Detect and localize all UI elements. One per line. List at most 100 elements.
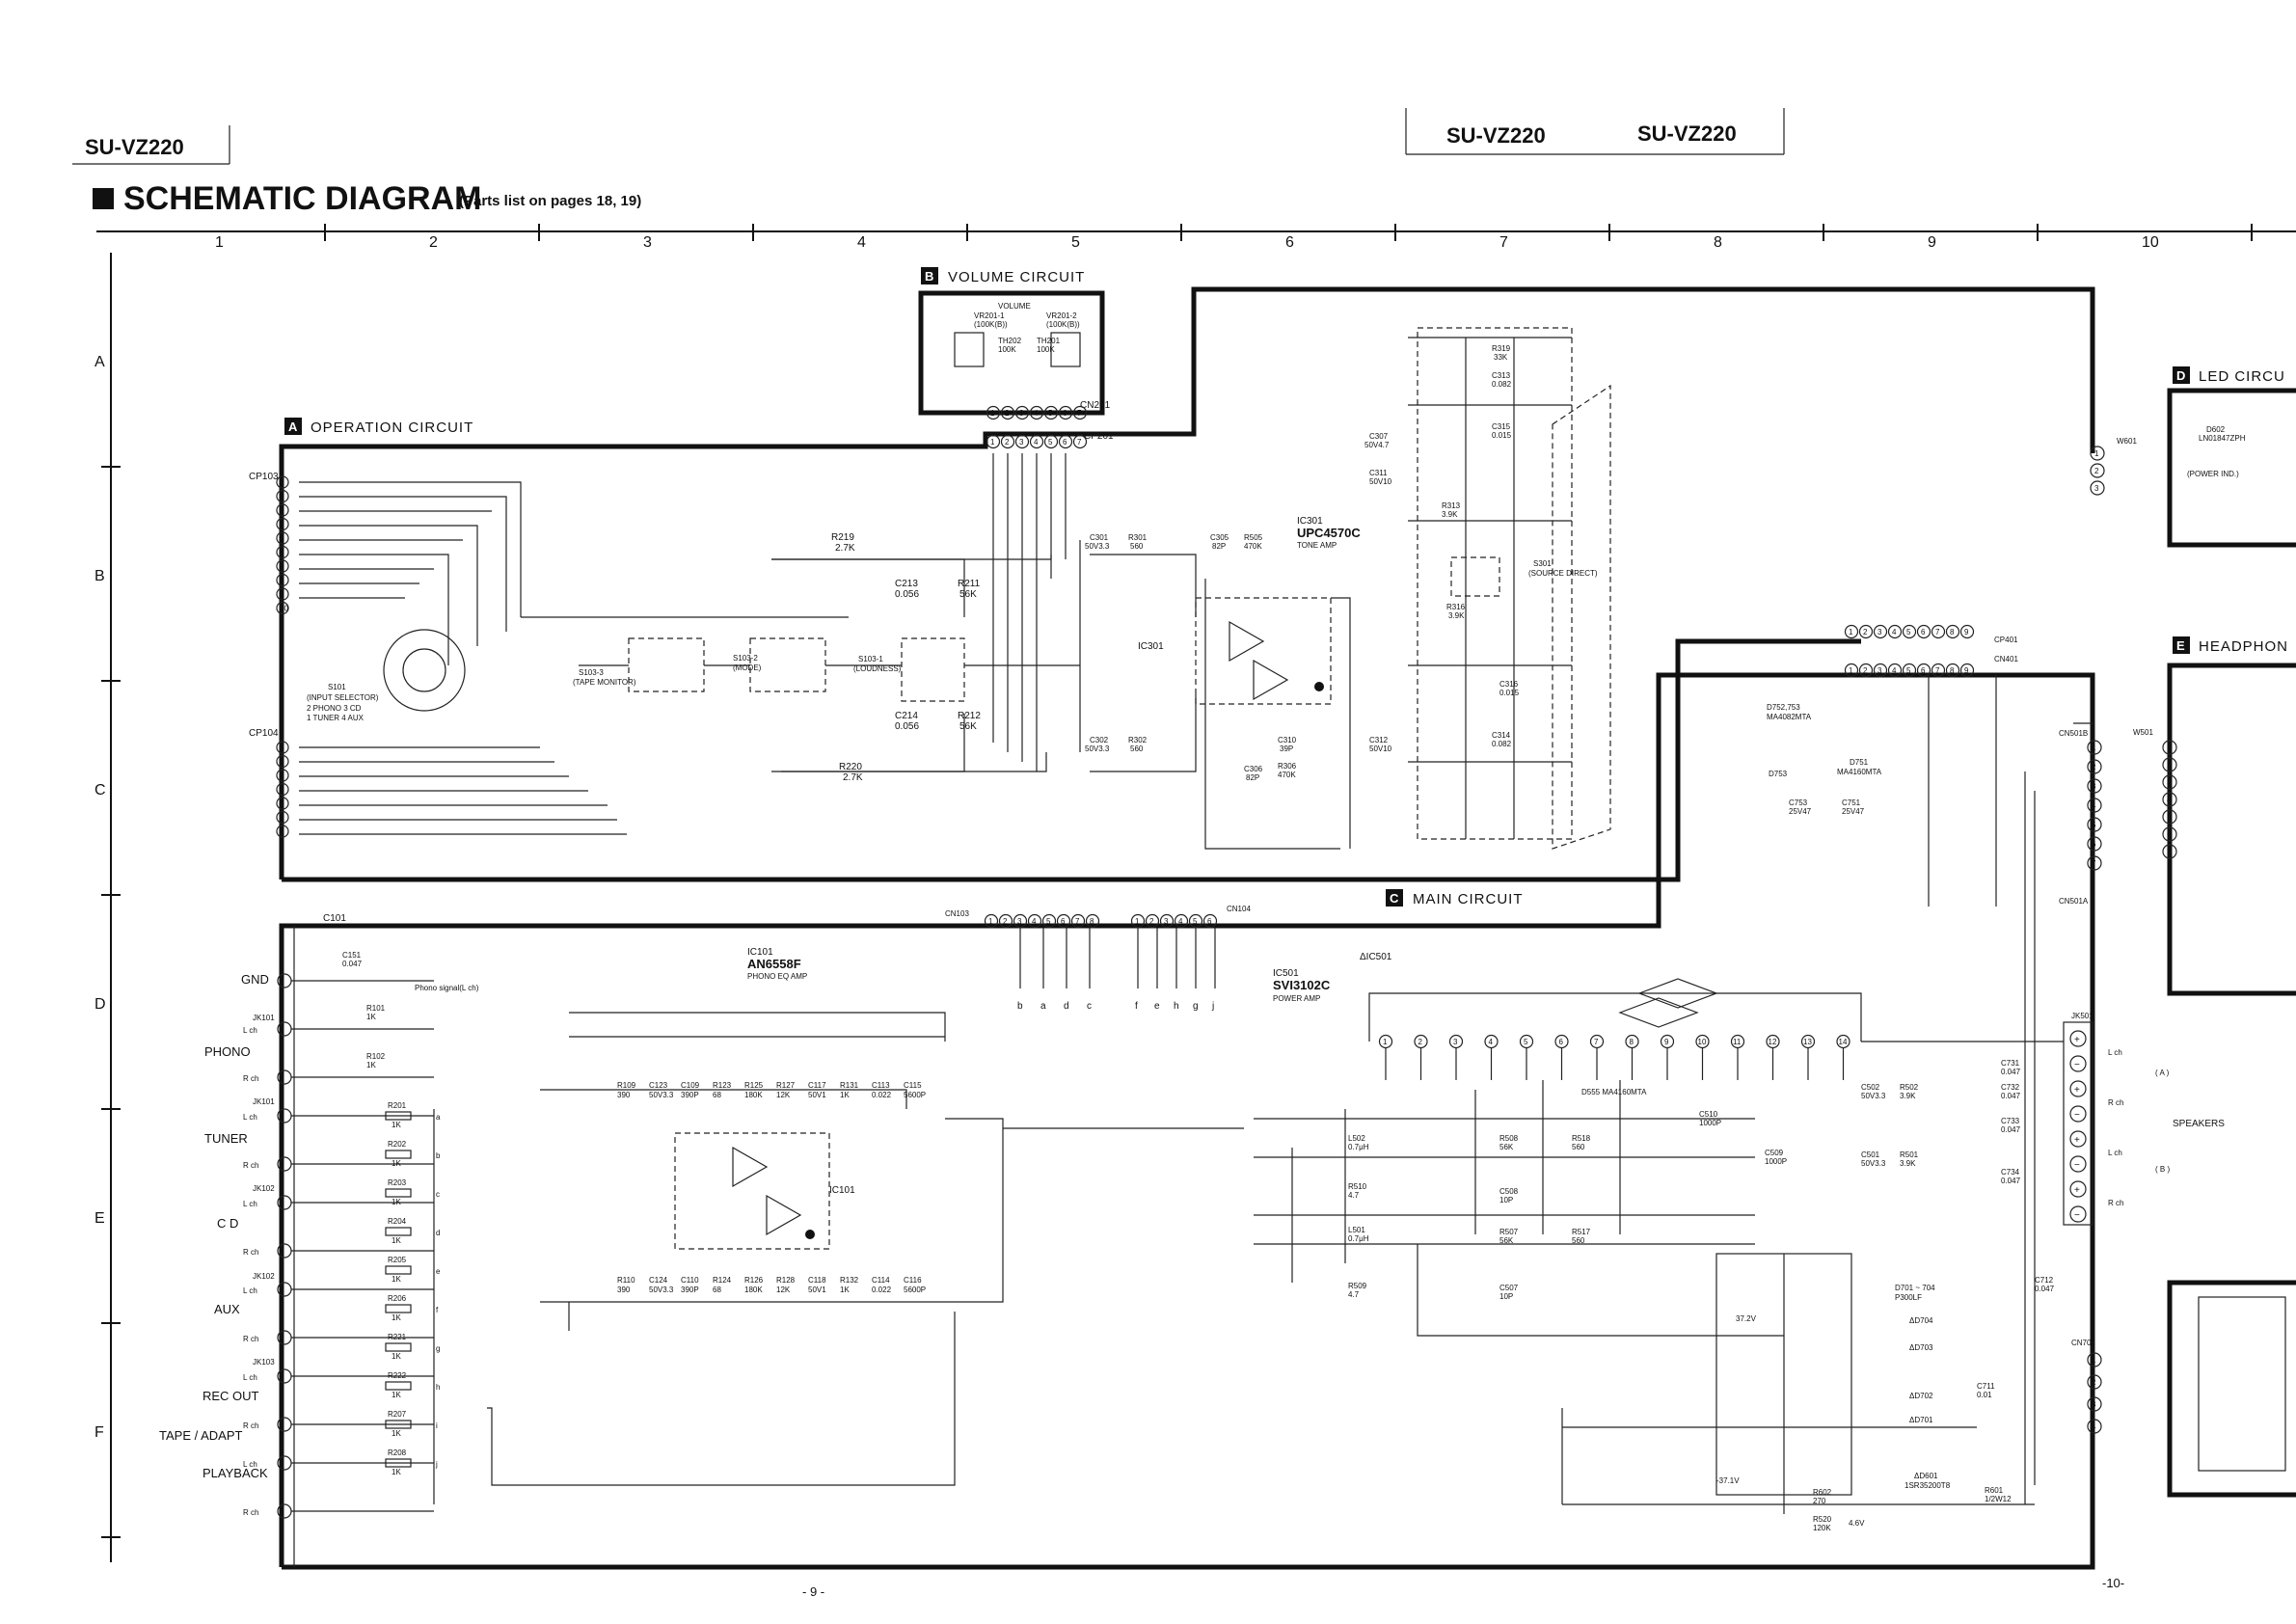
cn103-pin-number: 2 — [1003, 917, 1008, 926]
column-label: 6 — [1285, 234, 1294, 251]
cn201-pin-number: 5 — [1048, 409, 1053, 418]
cn201-label: CN201 — [1080, 400, 1111, 411]
phono-part-value: 50V1 — [808, 1091, 826, 1099]
cn501-pin-number: 1 — [2092, 744, 2096, 752]
speaker-terminal-polarity: − — [2074, 1160, 2080, 1171]
cp104-pin — [276, 797, 289, 810]
voltage-37v: 37.2V — [1736, 1314, 1757, 1323]
w601-pin-number: 3 — [2094, 484, 2099, 493]
cn401-pin — [1916, 663, 1931, 678]
c314-label: C314 — [1492, 731, 1511, 740]
s103-3-label: S103-3 — [579, 668, 604, 677]
column-label: 9 — [1928, 234, 1936, 251]
model-label-right-1: SU-VZ220 — [1446, 123, 1546, 148]
input-resistor — [385, 1381, 412, 1391]
cn-letter: h — [1174, 1001, 1179, 1012]
cn201-pin — [1072, 405, 1088, 420]
cn401-pin-number: 1 — [1849, 666, 1853, 675]
w501-pin-number: 6 — [2167, 830, 2172, 839]
s301-switch — [1450, 556, 1500, 597]
speaker-terminal-polarity: + — [2074, 1035, 2080, 1045]
cn104-pin-number: 5 — [1193, 917, 1198, 926]
input-resistor-value: 1K — [392, 1391, 401, 1399]
cn501-pin-number: 7 — [2092, 859, 2096, 868]
ic301-pin1-dot — [1314, 682, 1324, 691]
s103-2-desc: (MODE) — [733, 663, 762, 672]
input-resistor — [385, 1265, 412, 1275]
cn501-pin — [2087, 817, 2102, 832]
ic501-pin — [1800, 1034, 1816, 1049]
cn401-pin-number: 7 — [1935, 666, 1940, 675]
vr201-2-label: VR201-2 — [1046, 311, 1077, 320]
cp103-pin-number: 9 — [280, 590, 284, 599]
channel-label: L ch — [243, 1460, 257, 1469]
channel-label: R ch — [243, 1161, 258, 1170]
c316-value: 0.015 — [1499, 689, 1520, 697]
s103-2-switch — [749, 637, 826, 692]
column-label: 7 — [1499, 234, 1508, 251]
model-label-right-2: SU-VZ220 — [1637, 122, 1737, 146]
power-part-value: 25V47 — [1789, 807, 1812, 816]
input-resistor — [385, 1304, 412, 1313]
phono-part-value: 68 — [713, 1286, 721, 1294]
input-resistor-ref: R208 — [388, 1448, 407, 1457]
d704-label: ΔD704 — [1909, 1316, 1933, 1325]
cp103-pin-number: 2 — [280, 493, 284, 501]
channel-label: R ch — [243, 1421, 258, 1430]
cp201-pin — [1029, 434, 1044, 449]
r212-label: R212 — [958, 711, 981, 721]
cp104-pin-number: 6 — [280, 814, 284, 823]
input-resistor-node: i — [436, 1421, 438, 1430]
cn501-pin-number: 4 — [2092, 801, 2096, 810]
led-circuit-border — [2167, 388, 2296, 548]
cn401-pin-number: 8 — [1950, 666, 1955, 675]
power-part-value: 0.01 — [1977, 1391, 1992, 1399]
cp401-pin — [1931, 624, 1946, 639]
ic501-pin-number: 7 — [1594, 1038, 1599, 1046]
phono-eq-wiring — [487, 1012, 956, 1486]
input-resistor-node: f — [436, 1306, 439, 1314]
column-label: 2 — [429, 234, 438, 251]
phono-part-ref: R126 — [744, 1276, 764, 1285]
channel-label: L ch — [243, 1200, 257, 1208]
phono-input-value: 0.047 — [342, 960, 363, 968]
cn201-pin — [986, 405, 1001, 420]
cn103-pin — [1056, 913, 1071, 929]
w501-pin — [2162, 844, 2177, 859]
c301-value: 50V3.3 — [1085, 542, 1110, 551]
phono-input-value: 1K — [366, 1061, 376, 1069]
row-label: E — [95, 1210, 105, 1227]
ic501-pin — [1625, 1034, 1639, 1049]
c315-label: C315 — [1492, 422, 1511, 431]
cn501-pin — [2087, 740, 2102, 755]
block-letter-bg-b — [921, 267, 938, 284]
page-title: SCHEMATIC DIAGRAM — [123, 180, 481, 217]
th202-value: 100K — [998, 345, 1016, 354]
cn401-pin — [1945, 663, 1960, 678]
d602-label: D602 — [2206, 425, 2226, 434]
c311-value: 50V10 — [1369, 477, 1392, 486]
cp104-pin-number: 5 — [280, 799, 284, 808]
volume-circuit: B VOLUME CIRCUIT VOLUME VR201-1 (100K(B)… — [918, 267, 1114, 771]
cn701-pin — [2087, 1374, 2102, 1390]
w501-pin — [2162, 809, 2177, 825]
cn501a-label: CN501A — [2059, 897, 2089, 906]
cn701-pin — [2087, 1352, 2102, 1367]
ic501-pin — [1448, 1034, 1464, 1049]
cn104-pin — [1174, 913, 1189, 929]
channel-label: R ch — [243, 1508, 258, 1517]
r505-value: 470K — [1244, 542, 1262, 551]
phono-part-ref: R123 — [713, 1081, 732, 1090]
input-resistor-node: e — [436, 1267, 441, 1276]
input-resistor-ref: R201 — [388, 1101, 407, 1110]
power-part-value: 1000P — [1765, 1157, 1787, 1166]
ic501-pin-number: 4 — [1489, 1038, 1494, 1046]
ic101-part: AN6558F — [747, 957, 801, 971]
cp401-pin — [1844, 624, 1859, 639]
r505-label: R505 — [1244, 533, 1263, 542]
power-part-ref: L501 — [1348, 1226, 1365, 1234]
cp401-pin — [1858, 624, 1874, 639]
ic501-pin-number: 11 — [1733, 1038, 1742, 1046]
cn701-pin-number: 2 — [2092, 1378, 2096, 1387]
